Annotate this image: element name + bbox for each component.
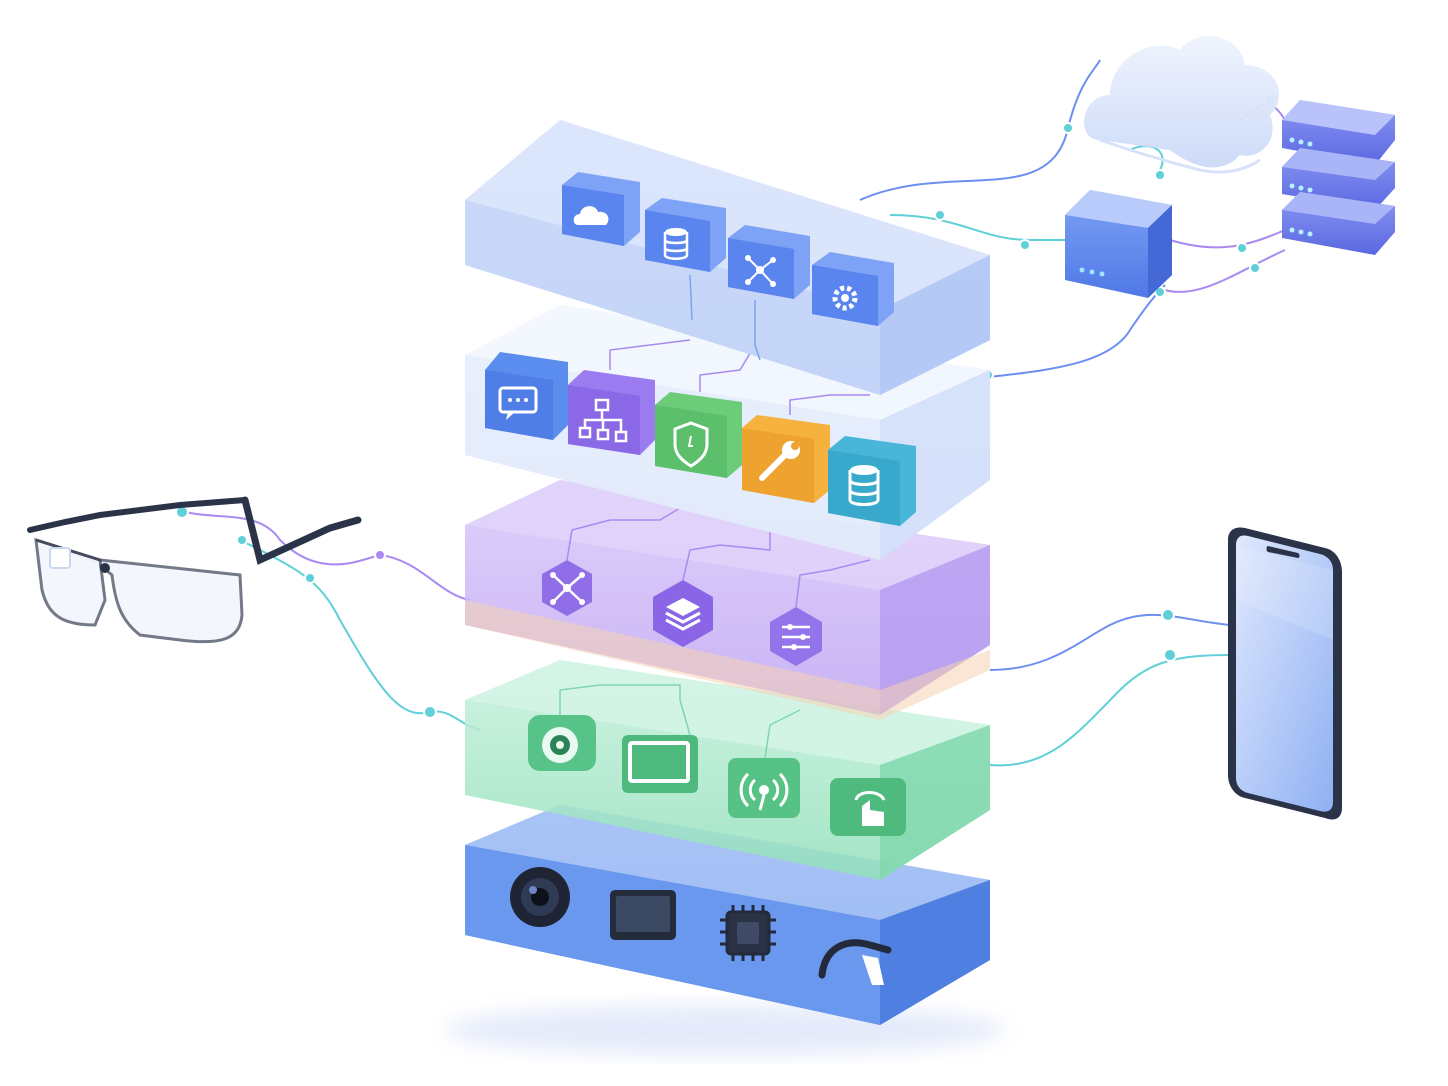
wireless-icon bbox=[728, 758, 800, 818]
network-icon bbox=[728, 225, 810, 299]
server-cube bbox=[1065, 190, 1172, 298]
smart-glasses bbox=[27, 496, 362, 644]
shield-icon bbox=[655, 392, 742, 478]
cloud-services-layer bbox=[465, 120, 990, 395]
sliders-icon bbox=[770, 607, 822, 666]
network-icon bbox=[542, 560, 592, 616]
smartphone bbox=[1228, 527, 1342, 820]
server-stack bbox=[1282, 100, 1395, 255]
touch-icon bbox=[830, 778, 906, 836]
hardware-layer bbox=[445, 805, 1005, 1055]
cloud-icon bbox=[562, 172, 640, 246]
database-icon bbox=[828, 436, 916, 526]
cloud-shape bbox=[1083, 35, 1280, 174]
screen-icon bbox=[610, 890, 676, 940]
camera-icon bbox=[528, 715, 596, 771]
layers-icon bbox=[653, 580, 713, 647]
temple-arm-icon bbox=[818, 939, 892, 985]
display-icon bbox=[622, 735, 698, 793]
chip-icon bbox=[720, 905, 776, 961]
chat-icon bbox=[485, 352, 568, 440]
gear-icon bbox=[812, 252, 894, 326]
camera-lens-icon bbox=[510, 867, 570, 927]
database-icon bbox=[645, 198, 726, 272]
hierarchy-icon bbox=[568, 370, 655, 455]
wrench-icon bbox=[742, 415, 830, 503]
device-interface-layer bbox=[465, 660, 990, 880]
